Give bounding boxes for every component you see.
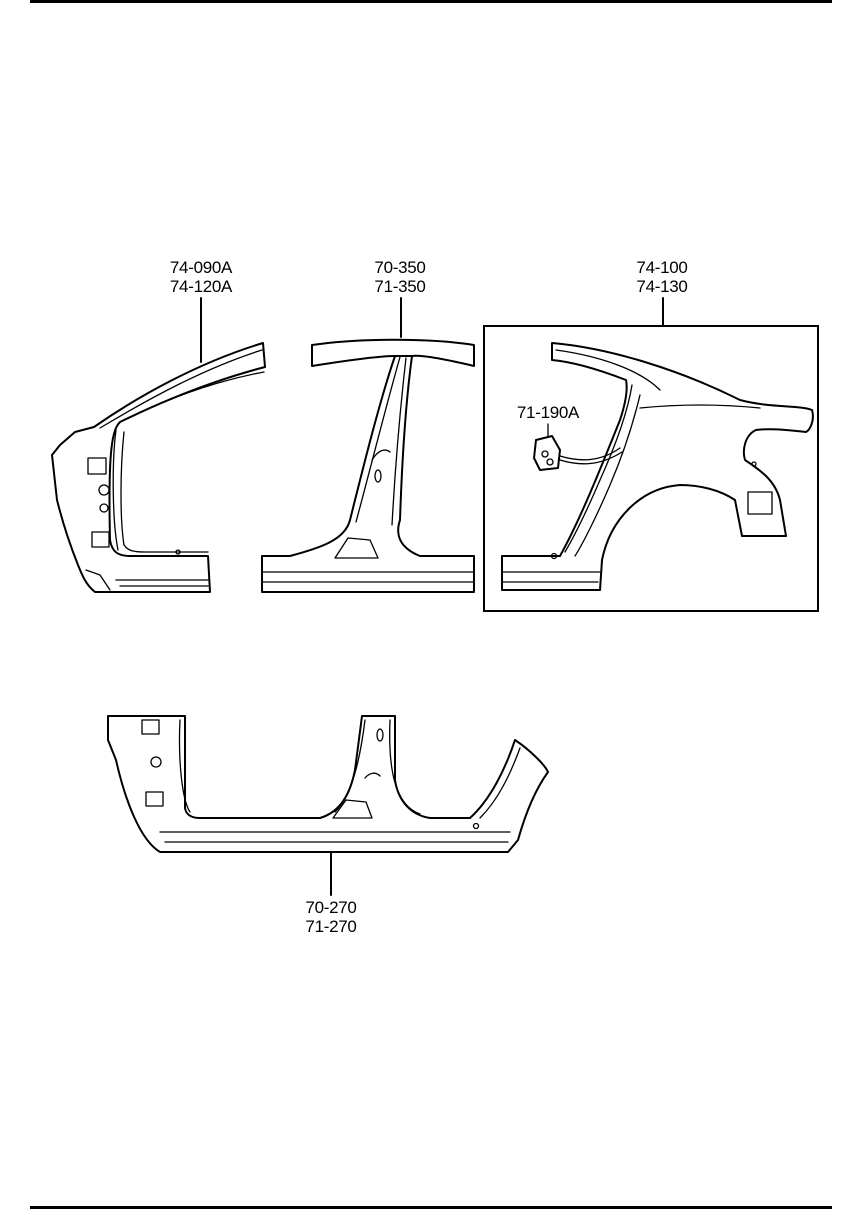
rear-panel-part [483,297,819,612]
side-sill-hole [332,799,373,819]
side-sill-part [107,715,549,896]
label-center-pillar-2: 71-350 [374,277,426,296]
center-pillar-hole [334,537,379,559]
label-front-pillar-2: 74-120A [169,277,233,296]
bottom-rule [30,1206,832,1209]
label-bracket: 71-190A [516,403,580,422]
rear-panel-box [483,325,819,612]
front-pillar-part [51,297,266,593]
label-side-sill-1: 70-270 [305,898,357,917]
rear-panel-fuel-door [747,491,773,515]
front-pillar-bracket [87,457,107,475]
label-center-pillar-1: 70-350 [374,258,426,277]
label-rear-panel-1: 74-100 [636,258,688,277]
center-pillar-part [261,297,475,593]
label-rear-panel-2: 74-130 [636,277,688,296]
top-rule [30,0,832,3]
bracket-part [533,423,623,471]
label-side-sill-2: 71-270 [305,917,357,936]
label-front-pillar-1: 74-090A [169,258,233,277]
